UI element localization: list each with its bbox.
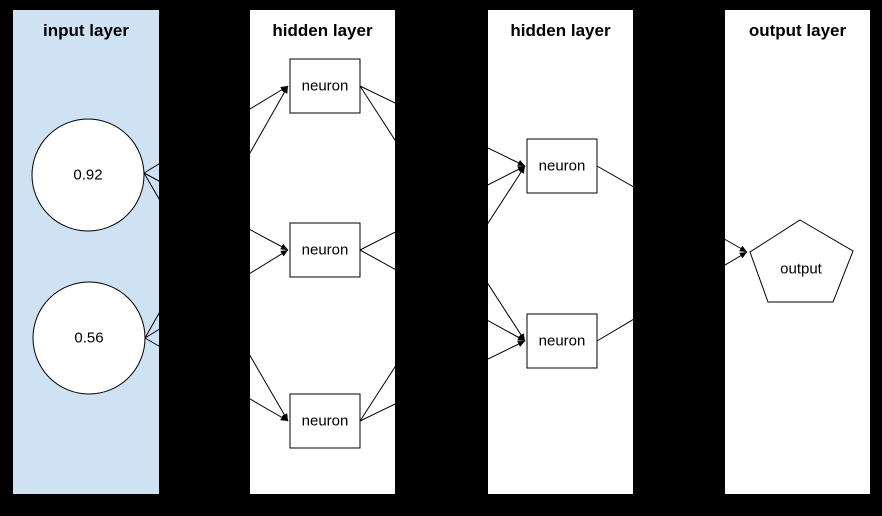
- hidden1-neuron-label-2: neuron: [301, 241, 349, 259]
- edge-input2-h1-2: [144, 249, 289, 339]
- input-node-label-1: 0.92: [73, 166, 103, 184]
- hidden1-neuron-box-1: [289, 58, 361, 114]
- hidden1-neuron-label-1: neuron: [301, 77, 349, 95]
- hidden2-neuron-label-1: neuron: [538, 157, 586, 175]
- input-node-label-2: 0.56: [74, 329, 104, 347]
- panel-title-input-layer: input layer: [43, 21, 129, 40]
- edge-h1-1-h2-1: [359, 85, 526, 167]
- edge-h1-2-h2-2: [359, 249, 526, 342]
- panel-title-output-layer: output layer: [748, 21, 847, 40]
- panel-title-hidden-layer-1: hidden layer: [272, 21, 373, 40]
- input-node-circle-2: [32, 281, 146, 395]
- edge-h2-2-output: [596, 251, 748, 342]
- edge-h1-3-h2-2: [359, 340, 526, 422]
- hidden1-neuron-label-3: neuron: [301, 412, 349, 430]
- edge-input1-h1-3: [143, 172, 289, 422]
- edge-h1-2-h2-1: [359, 165, 526, 251]
- edge-input1-h1-1: [143, 85, 289, 174]
- hidden1-neuron-box-3: [289, 393, 361, 449]
- hidden2-neuron-box-2: [526, 313, 598, 369]
- hidden1-neuron-box-2: [289, 222, 361, 278]
- output-node-label: output: [780, 260, 822, 278]
- hidden2-neuron-box-1: [526, 138, 598, 194]
- edge-input2-h1-1: [144, 85, 289, 339]
- edge-h1-3-h2-1: [359, 165, 526, 422]
- input-node-circle-1: [31, 118, 145, 232]
- edge-h2-1-output: [596, 165, 748, 253]
- panel-title-hidden-layer-2: hidden layer: [510, 21, 611, 40]
- edge-h1-1-h2-2: [359, 85, 526, 342]
- panel-input-layer: [13, 10, 159, 494]
- output-pentagon: [749, 219, 854, 303]
- edge-input1-h1-2: [143, 172, 289, 251]
- hidden2-neuron-label-2: neuron: [538, 332, 586, 350]
- panel-hidden-layer-2: [488, 10, 633, 494]
- edge-input2-h1-3: [144, 337, 289, 422]
